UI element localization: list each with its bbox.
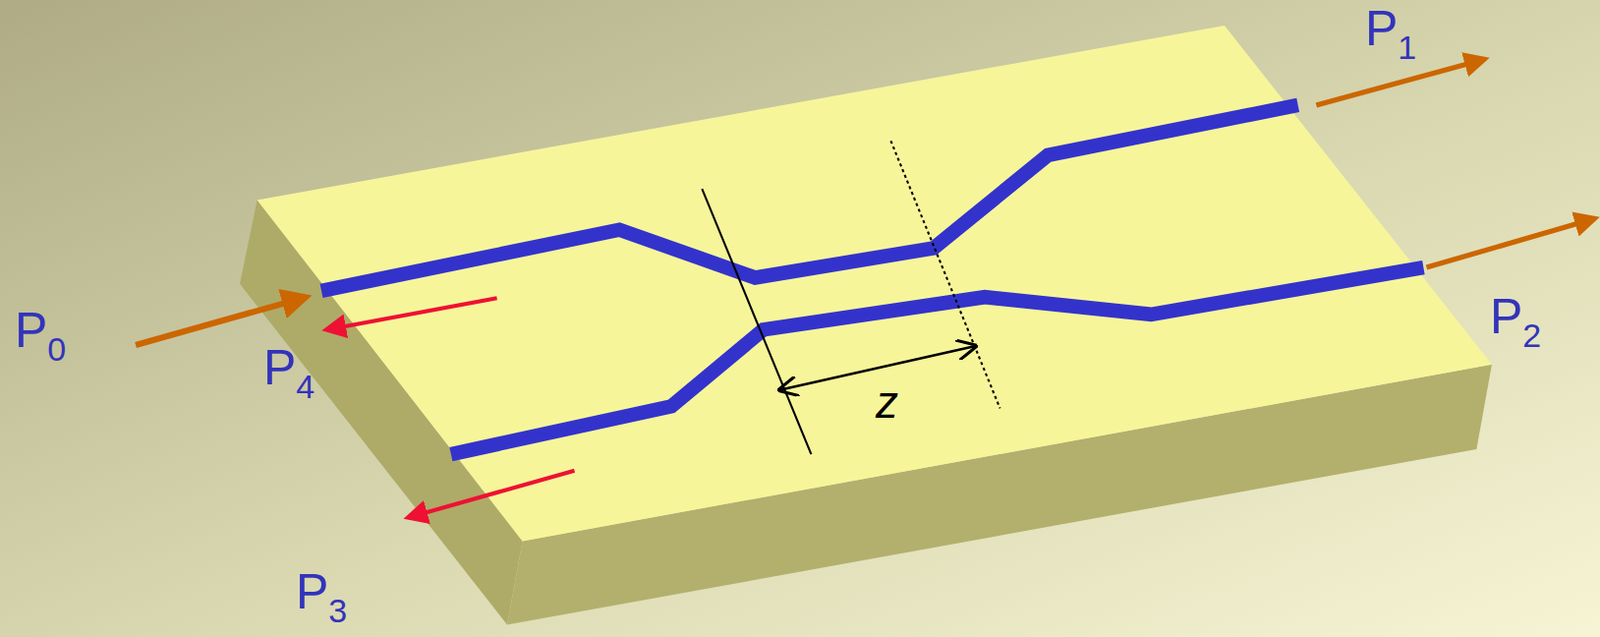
output-arrow bbox=[1315, 58, 1485, 106]
subscript: 2 bbox=[1522, 316, 1542, 354]
lower-waveguide bbox=[451, 267, 1424, 455]
dimension-label: z bbox=[875, 379, 899, 425]
port-power-label: P0 bbox=[14, 305, 66, 366]
symbol: P bbox=[263, 340, 296, 396]
port-power-label: P2 bbox=[1489, 291, 1542, 352]
subscript: 3 bbox=[328, 591, 347, 629]
upper-waveguide bbox=[321, 105, 1299, 291]
subscript: 4 bbox=[295, 367, 315, 405]
chip-top-face bbox=[257, 25, 1492, 541]
symbol: P bbox=[14, 302, 48, 358]
port-power-label: P3 bbox=[295, 567, 347, 628]
reflected-arrow bbox=[407, 470, 574, 518]
symbol: P bbox=[1365, 0, 1398, 57]
port-power-label: P1 bbox=[1365, 3, 1417, 64]
output-arrow bbox=[1426, 218, 1595, 268]
position-line bbox=[890, 140, 1000, 408]
symbol: P bbox=[295, 564, 329, 620]
subscript: 1 bbox=[1397, 28, 1417, 66]
reflected-arrow bbox=[326, 297, 497, 330]
symbol: P bbox=[1489, 288, 1523, 344]
subscript: 0 bbox=[47, 330, 66, 368]
start-line bbox=[701, 188, 811, 455]
input-arrow bbox=[135, 296, 306, 345]
port-power-label: P4 bbox=[263, 342, 315, 403]
